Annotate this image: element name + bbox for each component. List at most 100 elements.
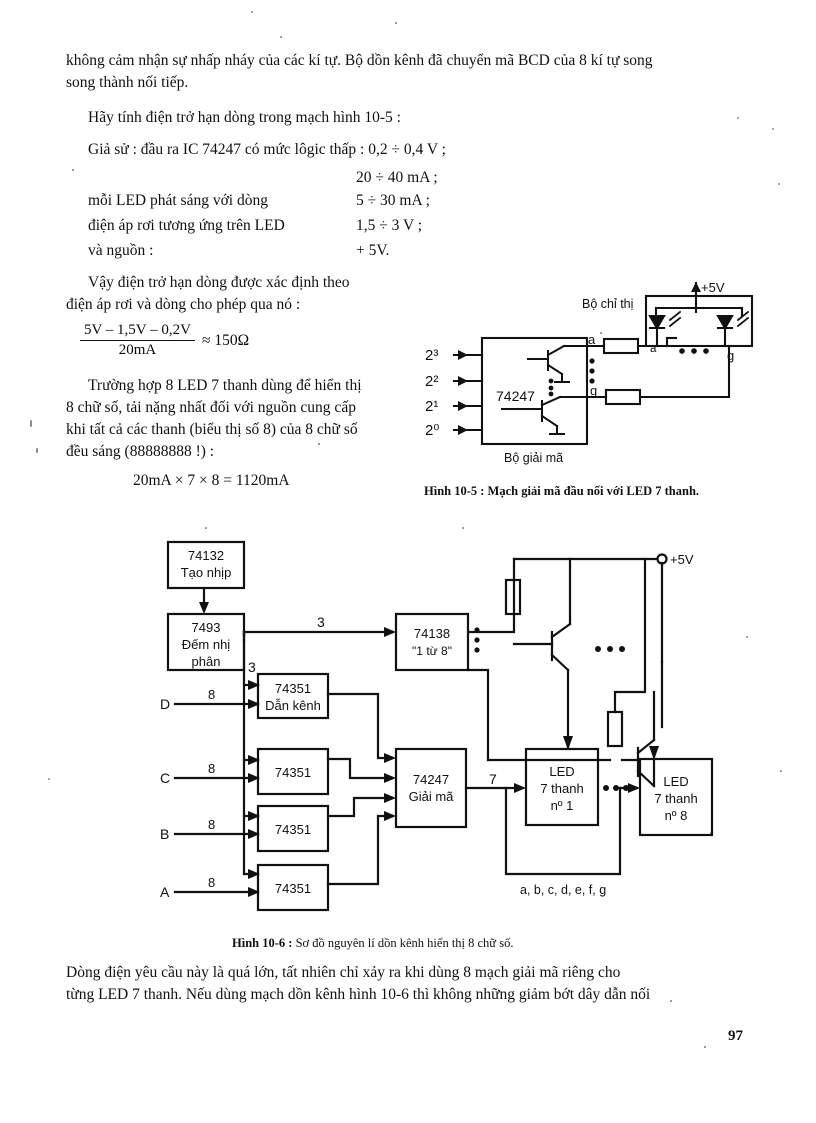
figure-10-6-caption: Hình 10-6 : Sơ đồ nguyên lí dồn kênh hiể…: [232, 936, 513, 951]
block-mux-3: [256, 804, 330, 853]
bus-width-D: 8: [208, 687, 215, 702]
block-led-1-line2: 7 thanh: [540, 781, 583, 796]
display-box: [644, 294, 754, 348]
paragraph-1-line-2: song thành nối tiếp.: [66, 74, 189, 91]
segment-bus: [504, 786, 622, 876]
paragraph-5-line-1: Trường hợp 8 LED 7 thanh dùng để hiển th…: [88, 377, 362, 394]
mux4-to-decoder: [326, 814, 392, 886]
block-counter-line3: phân: [192, 654, 221, 669]
demux-out-top: [466, 557, 516, 634]
mux3-to-decoder: [326, 796, 392, 818]
scan-speck: [746, 636, 748, 638]
input-label-3: 2⁰: [425, 422, 439, 439]
block-mux-1-line2: Dẫn kênh: [265, 698, 321, 713]
resistor2-to-rail: [613, 557, 647, 714]
block-mux-3-line1: 74351: [275, 822, 311, 837]
scan-speck: [280, 36, 282, 38]
input-label-1: 2²: [425, 373, 438, 390]
scan-speck: [670, 1000, 672, 1002]
scan-speck: [48, 778, 50, 780]
scan-speck: [710, 832, 712, 834]
block-demux: [394, 612, 470, 672]
decoder-box: [480, 336, 589, 446]
paragraph-5-line-3: khi tất cả các thanh (biểu thị số 8) của…: [66, 421, 358, 438]
formula-denominator: 20mA: [118, 342, 157, 358]
block-led-1-line3: nº 1: [551, 798, 574, 813]
figure-10-6-caption-bold: Hình 10-6 :: [232, 936, 293, 950]
input-label-D: D: [160, 696, 170, 712]
figure-10-5-caption: Hình 10-5 : Mạch giải mã đầu nối với LED…: [424, 484, 700, 498]
block-led-1: [524, 747, 600, 827]
spec-value-1: 1,5 ÷ 3 V ;: [356, 217, 423, 234]
block-clock-line1: 74132: [188, 548, 224, 563]
spec-value-0: 5 ÷ 30 mA ;: [356, 192, 430, 209]
input-label-2: 2¹: [425, 398, 438, 415]
supply-label-fig6: +5V: [670, 552, 694, 567]
block-led-8-line1: LED: [663, 774, 688, 789]
display-label: Bộ chỉ thị: [582, 297, 633, 311]
led-diode-g: [716, 310, 750, 348]
demux-out-bottom: [466, 668, 490, 762]
block-mux-4: [256, 863, 330, 912]
paragraph-1-line-1: không cảm nhận sự nhấp nháy của các kí t…: [66, 52, 653, 69]
formula-current-limit-resistor: 5V – 1,5V – 0,2V 20mA ≈ 150Ω: [80, 322, 249, 359]
paragraph-2: Hãy tính điện trở hạn dòng trong mạch hì…: [88, 109, 401, 126]
block-led-8: [638, 757, 714, 837]
block-mux-1-line1: 74351: [275, 681, 311, 696]
bus-width-counter-demux: 3: [317, 614, 325, 630]
segment-bus-label: a, b, c, d, e, f, g: [520, 883, 606, 897]
display-pin-a: a: [650, 343, 657, 355]
block-demux-line2: "1 từ 8": [412, 644, 452, 658]
block-demux-line1: 74138: [414, 626, 450, 641]
paragraph-4-line-1: Vậy điện trở hạn dòng được xác định theo: [88, 274, 350, 291]
paragraph-6-line-1: Dòng điện yêu cầu này là quá lớn, tất nh…: [66, 964, 621, 981]
bus-width-counter-mux: 3: [248, 659, 256, 675]
spec-label-2: và nguồn :: [88, 242, 154, 259]
paragraph-5-line-2: 8 chữ số, tải nặng nhất đối với nguồn cu…: [66, 399, 356, 416]
block-mux-2: [256, 747, 330, 796]
spec-label-1: điện áp rơi tương ứng trên LED: [88, 217, 285, 234]
transistor-pnp-1: [512, 557, 573, 750]
bus-width-B: 8: [208, 817, 215, 832]
scan-speck: [780, 770, 782, 772]
figure-10-6-caption-rest: Sơ đồ nguyên lí dồn kênh hiển thị 8 chữ …: [292, 936, 514, 950]
scan-speck: [72, 169, 74, 171]
horizontal-ellipsis-display: [679, 348, 709, 354]
transistor-pnp-2: [620, 690, 659, 788]
scan-speck: [36, 448, 38, 453]
output-label-g: g: [590, 383, 597, 398]
decoder-chip-label: 74247: [496, 388, 535, 404]
block-decoder-line2: Giải mã: [409, 789, 455, 804]
block-mux-1: [256, 672, 330, 720]
block-led-8-line2: 7 thanh: [654, 791, 697, 806]
led-ellipsis: [603, 785, 629, 791]
demux-output-ellipsis: [474, 627, 480, 653]
block-clock-line2: Tạo nhịp: [181, 565, 232, 580]
calculation-total-current: 20mA × 7 × 8 = 1120mA: [133, 472, 290, 489]
figure-10-6: 74132 Tạo nhịp 7493 Đếm nhị phân 74351 D…: [140, 522, 810, 927]
formula-numerator: 5V – 1,5V – 0,2V: [80, 322, 195, 341]
figure-10-5: 2³ 2² 2¹ 2⁰ 74247 Bộ giải mã Bộ chỉ thị …: [424, 280, 784, 487]
bus-width-decoder-out: 7: [489, 771, 497, 787]
block-decoder: [394, 747, 468, 829]
input-lines: [452, 350, 484, 435]
resistor-bottom: [606, 710, 624, 748]
vertical-ellipsis-outputs: [589, 358, 595, 384]
scan-speck: [704, 1046, 706, 1048]
transistor-bottom-symbol: [501, 395, 565, 435]
transistor-ellipsis: [595, 646, 625, 652]
block-counter-line1: 7493: [192, 620, 221, 635]
vertical-ellipsis-transistors: [548, 378, 554, 397]
output-label-a: a: [588, 332, 596, 347]
block-mux-2-line1: 74351: [275, 765, 311, 780]
scan-speck: [462, 527, 464, 529]
bus-width-C: 8: [208, 761, 215, 776]
scan-speck: [395, 22, 397, 24]
paragraph-5-line-4: đều sáng (88888888 !) :: [66, 443, 215, 460]
scan-speck: [205, 527, 207, 529]
input-label-A: A: [160, 884, 170, 900]
resistor-g: [604, 388, 642, 406]
page-number: 97: [728, 1028, 743, 1044]
resistor-top: [504, 578, 522, 616]
